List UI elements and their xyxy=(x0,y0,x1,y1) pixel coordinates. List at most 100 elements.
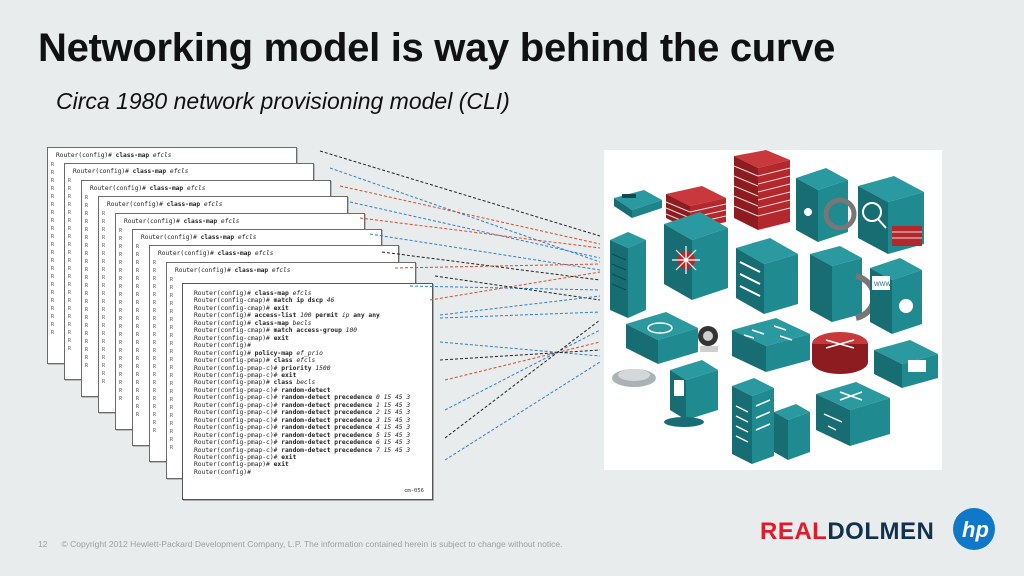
connector-line xyxy=(444,341,601,381)
cli-card-edge: R xyxy=(85,250,89,257)
cli-card-edge: R xyxy=(102,363,106,370)
cli-card-header: Router(config)# class-map efcls xyxy=(141,234,257,241)
cli-card-edge: R xyxy=(102,275,106,282)
cli-card-edge: R xyxy=(85,362,89,369)
cli-line: Router(config-pmap-c)# exit xyxy=(194,371,297,379)
cli-card-edge: R xyxy=(153,292,157,299)
cli-card-edge: R xyxy=(68,242,72,249)
cli-card-edge: R xyxy=(85,330,89,337)
cli-card-edge: R xyxy=(119,243,123,250)
cli-card-edge: R xyxy=(136,372,140,378)
cli-card-edge: R xyxy=(153,332,157,339)
network-devices-illustration: WWW xyxy=(610,150,938,464)
cli-card-edge: R xyxy=(136,396,140,402)
router-icon xyxy=(812,332,868,374)
cli-card-edge: R xyxy=(102,299,106,306)
cli-card-edge: R xyxy=(85,234,89,241)
cli-card-edge: R xyxy=(153,340,157,347)
cli-card-edge: R xyxy=(136,412,140,418)
load-balancer-icon xyxy=(796,168,857,242)
cli-card-edge: R xyxy=(153,324,157,331)
cli-card-edge: R xyxy=(51,194,55,200)
cli-card-edge: R xyxy=(136,348,140,354)
cli-config-lines: Router(config)# class-map efcls Router(c… xyxy=(194,290,410,476)
cli-card-edge: R xyxy=(119,235,123,242)
cli-card-edge: R xyxy=(85,258,89,265)
cli-card-edge: R xyxy=(51,202,55,208)
cli-card-edge: R xyxy=(68,282,72,289)
cli-line: Router(config-pmap-c)# random-detect xyxy=(194,386,331,394)
connector-line xyxy=(394,263,601,269)
connector-line xyxy=(444,329,601,411)
cli-line: Router(config-cmap)# exit xyxy=(194,304,289,312)
cli-card-edge: R xyxy=(102,379,106,386)
monitoring-icon xyxy=(858,176,924,254)
network-devices-panel: WWW xyxy=(604,150,942,470)
cli-card-edge: R xyxy=(170,436,174,443)
cli-card-edge: R xyxy=(119,283,123,290)
cli-card-edge: R xyxy=(68,186,72,193)
cli-card-edge: R xyxy=(51,226,55,232)
cli-card-edge: R xyxy=(170,356,174,363)
slide-title: Networking model is way behind the curve xyxy=(38,26,836,70)
cli-card-edge: R xyxy=(119,339,123,346)
cli-card-edge: R xyxy=(85,346,89,353)
cli-card-edge: R xyxy=(170,388,174,395)
cli-card-edge: R xyxy=(119,371,123,378)
access-point-icon xyxy=(736,238,798,314)
cli-card-edge: R xyxy=(68,258,72,265)
cli-card-edge: R xyxy=(119,259,123,266)
cli-card-edge: R xyxy=(68,346,72,353)
cli-card-edge: R xyxy=(51,322,55,328)
cli-line: Router(config-pmap-c)# random-detect pre… xyxy=(194,416,411,424)
cli-line: Router(config-pmap)# class efcls xyxy=(194,357,316,365)
cli-card-edge: R xyxy=(153,364,157,371)
cli-card-edge: R xyxy=(51,258,55,264)
cli-card-edge: R xyxy=(51,298,55,304)
connector-line xyxy=(369,233,601,271)
cli-card-edge: R xyxy=(102,267,106,274)
hp-logo-text: hp xyxy=(962,517,989,542)
cli-line: Router(config-pmap-c)# priority 1500 xyxy=(194,364,331,372)
cli-card-edge: R xyxy=(68,194,72,201)
cli-card-edge: R xyxy=(170,372,174,379)
cli-card-edge: R xyxy=(102,307,106,314)
realdolmen-logo-dolmen: DOLMEN xyxy=(827,518,935,545)
connector-line xyxy=(339,185,601,245)
cli-line: Router(config)# policy-map ef_prio xyxy=(194,349,323,357)
cli-card-edge: R xyxy=(170,324,174,331)
cli-card-edge: R xyxy=(51,290,55,296)
cli-card-header: Router(config)# class-map efcls xyxy=(124,217,240,225)
cli-card-edge: R xyxy=(170,340,174,347)
cli-line: Router(config)# access-list 100 permit i… xyxy=(194,312,380,320)
cli-card-edge: R xyxy=(170,348,174,355)
cli-card-edge: R xyxy=(153,300,157,307)
cli-card-edge: R xyxy=(102,251,106,258)
cli-card-edge: R xyxy=(102,259,106,266)
cli-card-edge: R xyxy=(170,420,174,427)
cli-card-edge: R xyxy=(153,428,157,435)
cli-card-edge: R xyxy=(153,284,157,291)
cli-line: Router(config)# class-map efcls xyxy=(194,290,312,297)
cli-card-edge: R xyxy=(119,307,123,314)
cli-card-edge: R xyxy=(102,315,106,322)
cli-card-edge: R xyxy=(119,395,123,402)
connector-line xyxy=(439,341,601,357)
connector-line xyxy=(444,319,601,439)
cli-card-edge: R xyxy=(85,354,89,361)
webcam-icon xyxy=(698,326,718,352)
cli-card-edge: R xyxy=(85,290,89,297)
cli-card-edge: R xyxy=(85,306,89,313)
cli-card-edge: R xyxy=(153,404,157,411)
cli-card-edge: R xyxy=(153,308,157,315)
cli-card-edge: R xyxy=(68,330,72,337)
cli-card-edge: R xyxy=(119,347,123,354)
cli-card-edge: R xyxy=(102,243,106,250)
cli-card-edge: R xyxy=(136,308,140,314)
cli-card-edge: R xyxy=(170,300,174,307)
cli-card-edge: R xyxy=(153,260,157,267)
cli-card-edge: R xyxy=(119,387,123,394)
cli-line: Router(config-pmap-c)# random-detect pre… xyxy=(194,409,411,417)
cli-card-edge: R xyxy=(136,364,140,370)
cli-card-edge: R xyxy=(119,227,123,234)
